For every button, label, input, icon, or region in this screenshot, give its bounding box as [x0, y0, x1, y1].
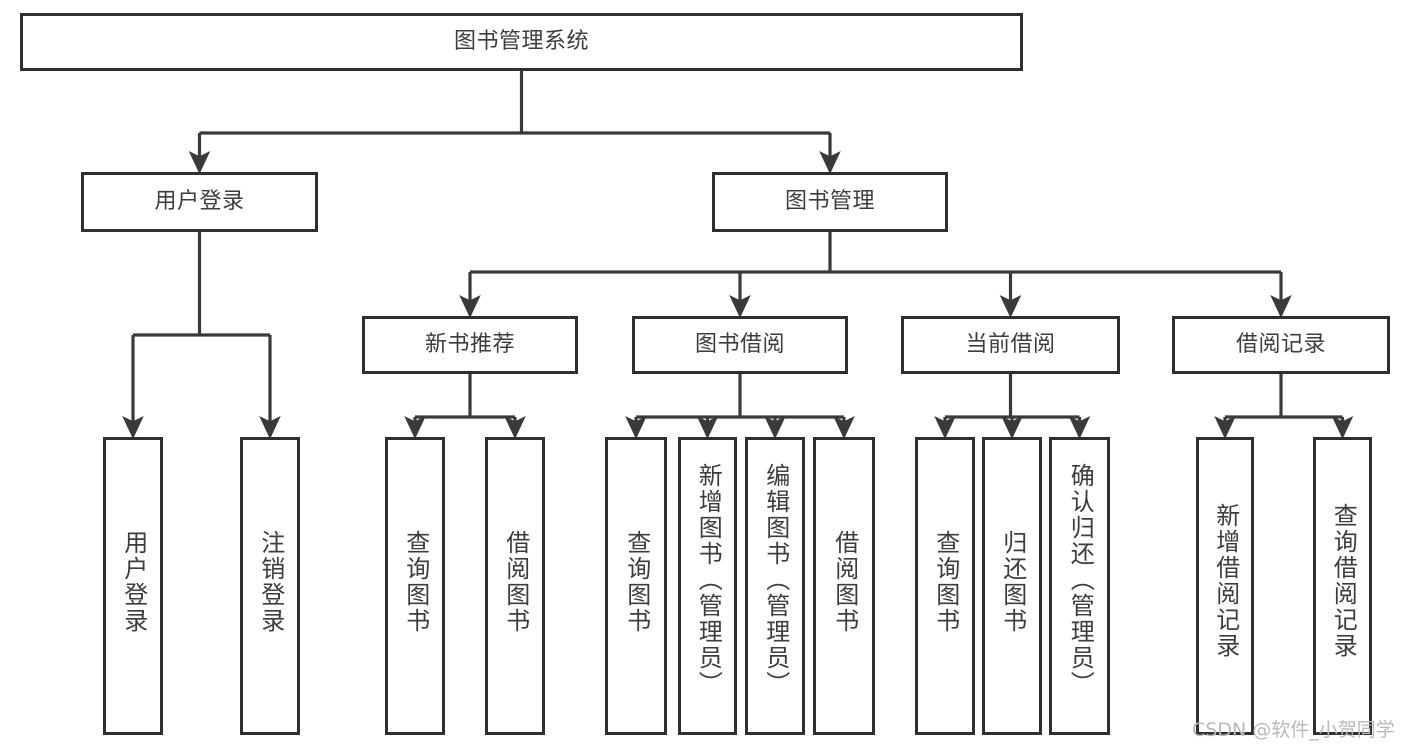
node-label: 新书推荐: [424, 332, 515, 358]
node-l5[interactable]: 查询图书: [605, 437, 667, 735]
node-l8[interactable]: 借阅图书: [813, 437, 875, 735]
node-l1[interactable]: 用户登录: [103, 437, 163, 735]
node-l6[interactable]: 新增图书（管理员）: [678, 437, 737, 735]
node-label: 编辑图书（管理员）: [761, 463, 790, 697]
node-root[interactable]: 图书管理系统: [20, 13, 1023, 71]
node-login[interactable]: 用户登录: [81, 172, 318, 232]
node-label: 用户登录: [154, 189, 245, 215]
node-l12[interactable]: 新增借阅记录: [1196, 437, 1254, 735]
node-label: 借阅图书: [830, 530, 859, 634]
node-current[interactable]: 当前借阅: [901, 316, 1120, 374]
node-label: 查询借阅记录: [1329, 503, 1358, 659]
node-label: 确认归还（管理员）: [1066, 463, 1095, 697]
node-l11[interactable]: 确认归还（管理员）: [1049, 437, 1110, 735]
node-label: 用户登录: [119, 530, 148, 634]
node-label: 当前借阅: [965, 332, 1056, 358]
node-label: 新增图书（管理员）: [694, 463, 723, 697]
node-l2[interactable]: 注销登录: [240, 437, 300, 735]
node-label: 图书管理系统: [453, 29, 589, 55]
node-label: 注销登录: [256, 530, 285, 634]
node-bookmgr[interactable]: 图书管理: [712, 172, 948, 232]
node-l3[interactable]: 查询图书: [385, 437, 445, 735]
node-l13[interactable]: 查询借阅记录: [1313, 437, 1372, 735]
node-borrow[interactable]: 图书借阅: [632, 316, 848, 374]
node-label: 借阅记录: [1235, 332, 1326, 358]
node-l4[interactable]: 借阅图书: [485, 437, 545, 735]
node-label: 图书管理: [784, 189, 875, 215]
node-label: 查询图书: [931, 530, 960, 634]
node-label: 查询图书: [401, 530, 430, 634]
node-label: 借阅图书: [501, 530, 530, 634]
node-l9[interactable]: 查询图书: [915, 437, 975, 735]
node-records[interactable]: 借阅记录: [1172, 316, 1390, 374]
csdn-watermark: CSDN @软件_小贺同学: [1192, 719, 1395, 741]
node-newbook[interactable]: 新书推荐: [362, 316, 578, 374]
node-label: 图书借阅: [694, 332, 785, 358]
node-label: 新增借阅记录: [1211, 503, 1240, 659]
node-l10[interactable]: 归还图书: [982, 437, 1042, 735]
node-label: 查询图书: [622, 530, 651, 634]
node-label: 归还图书: [998, 530, 1027, 634]
node-l7[interactable]: 编辑图书（管理员）: [745, 437, 805, 735]
